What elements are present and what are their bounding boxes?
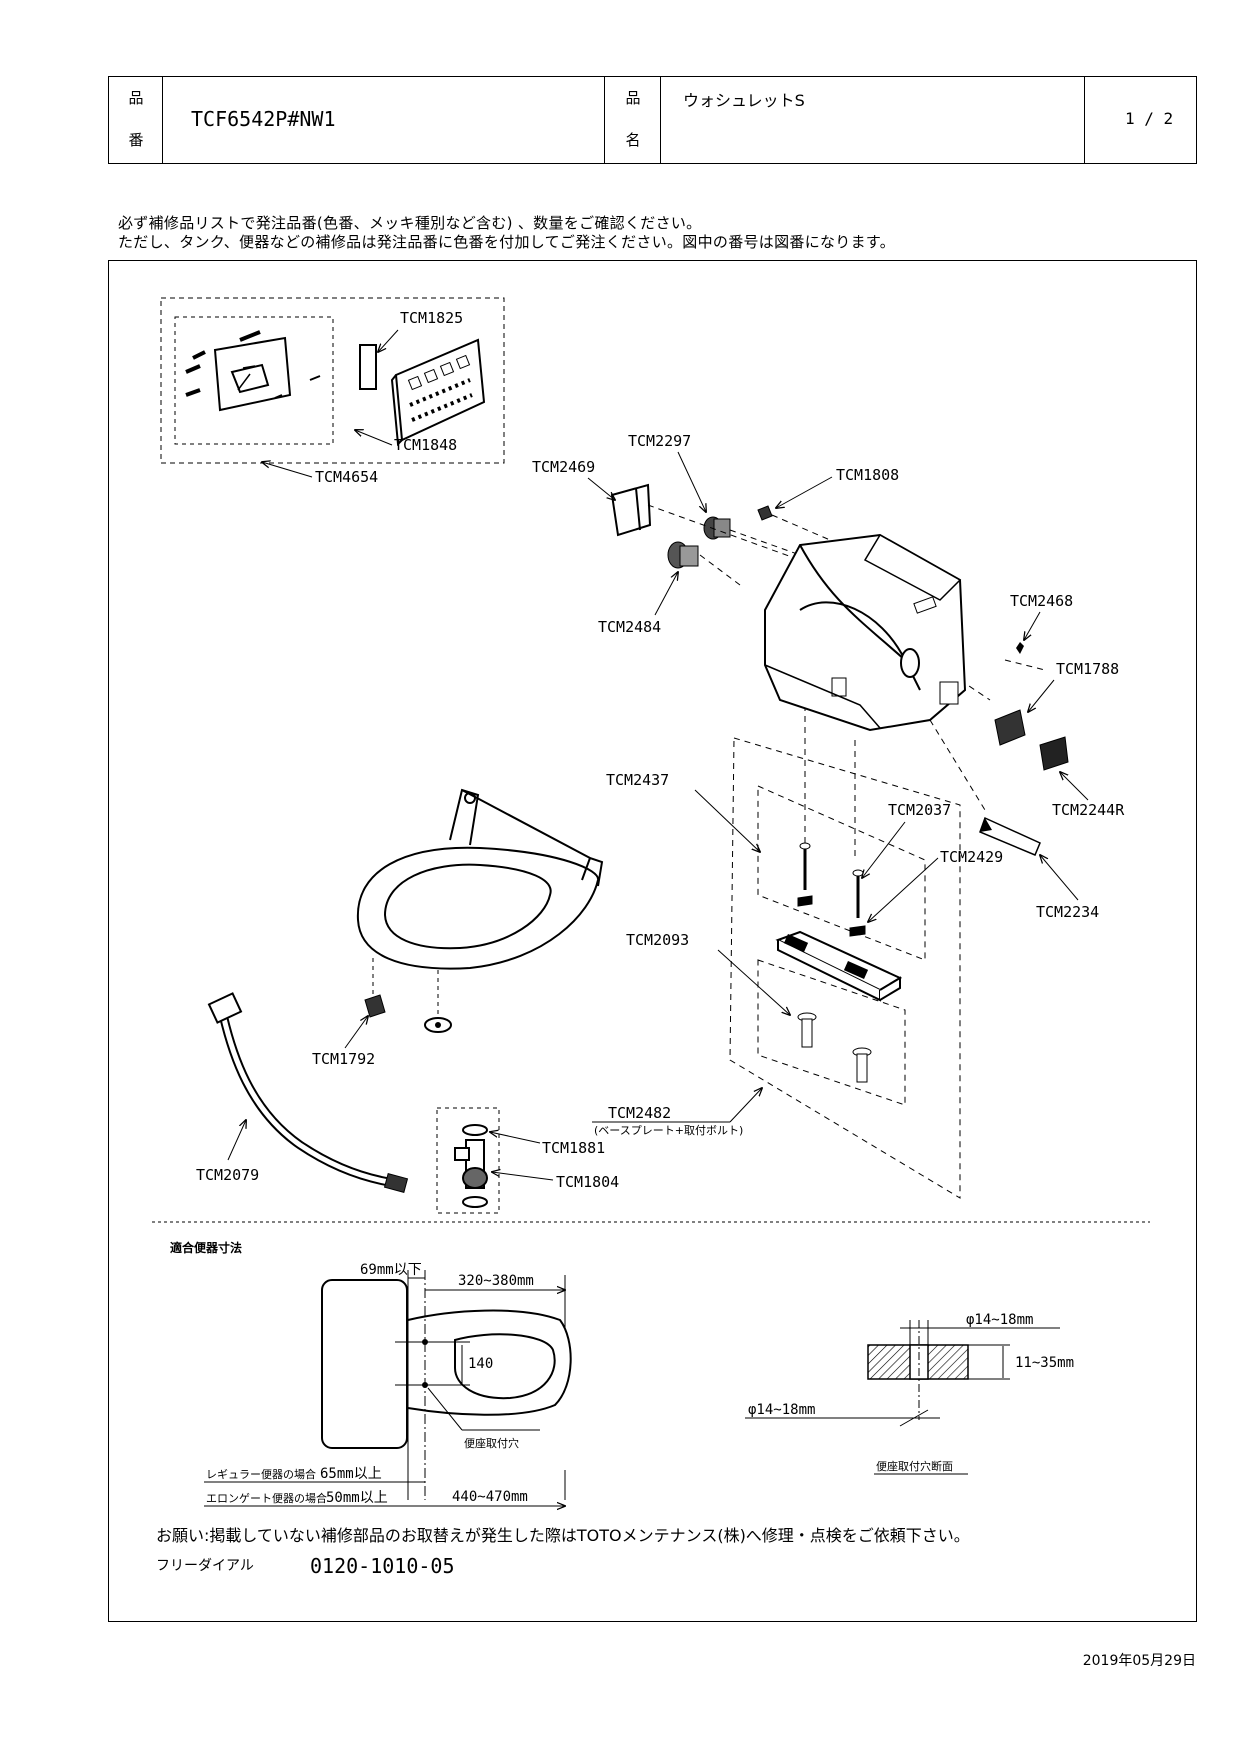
- label-tcm2037: TCM2037: [888, 801, 951, 819]
- wall-bracket-icon: [185, 330, 321, 412]
- bowl-outline: [407, 1309, 572, 1416]
- washlet-main-unit-icon: [764, 533, 967, 732]
- toilet-seat-group: TCM1792: [312, 788, 604, 1068]
- mount-hole-section: φ14~18mm 11~35mm φ14~18mm 便座取付穴断面: [745, 1312, 1074, 1475]
- anchor-icons: [797, 1012, 872, 1083]
- repair-request: お願い:掲載していない補修部品のお取替えが発生した際はTOTOメンテナンス(株)…: [156, 1526, 970, 1545]
- label-tcm2297: TCM2297: [628, 432, 691, 450]
- label-tcm1848: TCM1848: [394, 436, 457, 454]
- product-no-cell: TCF6542P#NW1: [163, 77, 605, 163]
- section-caption: 便座取付穴断面: [876, 1459, 953, 1473]
- clip-tcm2468-icon: [1016, 642, 1024, 654]
- bolt-icons: [797, 842, 866, 937]
- label-tcm2244r: TCM2244R: [1052, 801, 1125, 819]
- tcm2437-outline: [757, 785, 926, 961]
- label-tcm2482-note: (ベースプレート+取付ボルト): [594, 1124, 743, 1137]
- clip-tcm1808-icon: [757, 505, 773, 521]
- assembly-lines: [647, 504, 1046, 860]
- filter-tcm1788-icon: [994, 709, 1026, 746]
- product-name-cell: ウォシュレットS: [661, 77, 1085, 163]
- label-tcm1808: TCM1808: [836, 466, 899, 484]
- product-no-label-bottom: 番: [128, 131, 144, 149]
- diagram-frame: [108, 260, 1197, 1622]
- tcm2482-outline: [729, 737, 961, 1199]
- thickness: 11~35mm: [1015, 1355, 1074, 1371]
- note-line-2: ただし、タンク、便器などの補修品は発注品番に色番を付加してご発注ください。図中の…: [118, 233, 896, 251]
- main-unit-group: TCM2469 TCM2297 TCM1808 TCM2484: [532, 432, 1125, 921]
- connector-tcm2484-icon: [667, 541, 699, 569]
- product-name: ウォシュレットS: [683, 91, 805, 110]
- label-tcm1792: TCM1792: [312, 1050, 375, 1068]
- tcm4654-outline: [160, 297, 505, 464]
- phi-top: φ14~18mm: [966, 1312, 1033, 1328]
- freedial-number: 0120-1010-05: [310, 1554, 455, 1578]
- base-plate-group: TCM2437 TCM2037 TCM2429 TCM2093 TCM2482 …: [592, 737, 1003, 1199]
- label-tcm2093: TCM2093: [626, 931, 689, 949]
- hose-tcm2079-icon: [217, 1005, 400, 1188]
- page-cell: 1 / 2: [1085, 77, 1196, 163]
- elongated-value: 50mm以上: [326, 1490, 388, 1506]
- label-tcm2437: TCM2437: [606, 771, 669, 789]
- product-name-label-top: 品: [625, 89, 641, 107]
- phi-bottom: φ14~18mm: [748, 1402, 815, 1418]
- dim-140: 140: [468, 1356, 493, 1372]
- issue-date: 2019年05月29日: [1082, 1653, 1196, 1669]
- page-number: 1 / 2: [1125, 109, 1174, 128]
- toilet-seat-icon: [356, 788, 604, 970]
- label-tcm2429: TCM2429: [940, 848, 1003, 866]
- cover-tcm2244r-icon: [1039, 736, 1069, 771]
- label-tcm4654: TCM4654: [315, 468, 378, 486]
- bumper-tcm1792-icon: [364, 994, 386, 1018]
- label-tcm2469: TCM2469: [532, 458, 595, 476]
- note-line-1: 必ず補修品リストで発注品番(色番、メッキ種別など含む) 、数量をご確認ください。: [118, 214, 702, 232]
- dim-320-380: 320~380mm: [458, 1273, 534, 1289]
- label-tcm1881: TCM1881: [542, 1139, 605, 1157]
- dim-440-470: 440~470mm: [452, 1489, 528, 1505]
- header-table: 品 番 TCF6542P#NW1 品 名 ウォシュレットS 1 / 2: [108, 76, 1197, 164]
- valve-kit-group: TCM1881 TCM1804: [436, 1107, 619, 1214]
- label-tcm2468: TCM2468: [1010, 592, 1073, 610]
- freedial-label: フリーダイアル: [156, 1558, 254, 1574]
- bracket-tcm2469-icon: [610, 483, 652, 537]
- battery-cover-icon: [359, 344, 377, 390]
- remote-kit-group: TCM1825 TCM1848 TCM4654: [160, 297, 505, 486]
- dimension-section-title: 適合便器寸法: [170, 1240, 242, 1255]
- product-no-label-top: 品: [128, 89, 144, 107]
- bracket-outline: [174, 316, 334, 445]
- product-no: TCF6542P#NW1: [191, 107, 336, 131]
- label-tcm1788: TCM1788: [1056, 660, 1119, 678]
- dim-69: 69mm以下: [360, 1262, 422, 1278]
- product-name-label-bottom: 名: [625, 131, 641, 149]
- label-tcm1804: TCM1804: [556, 1173, 619, 1191]
- valve-tcm2297-icon: [703, 516, 731, 540]
- tcm2093-outline: [757, 959, 906, 1106]
- label-tcm1825: TCM1825: [400, 309, 463, 327]
- label-tcm2482: TCM2482: [608, 1104, 671, 1122]
- regular-label: レギュラー便器の場合: [206, 1467, 316, 1481]
- packing-tcm1881-icon: [462, 1124, 488, 1136]
- product-name-label-cell: 品 名: [605, 77, 661, 163]
- remote-control-icon: [390, 338, 486, 447]
- elongated-label: エロンゲート便器の場合: [206, 1491, 327, 1505]
- base-plate-icon: [775, 930, 903, 1002]
- tank-outline: [321, 1279, 408, 1449]
- stop-valve-tcm1804-icon: [454, 1139, 488, 1189]
- hose-group: TCM2079: [196, 992, 409, 1193]
- label-tcm2079: TCM2079: [196, 1166, 259, 1184]
- label-tcm2484: TCM2484: [598, 618, 661, 636]
- regular-value: 65mm以上: [320, 1466, 382, 1482]
- label-tcm2234: TCM2234: [1036, 903, 1099, 921]
- mount-hole-label: 便座取付穴: [464, 1436, 519, 1450]
- dimension-drawing-group: 適合便器寸法 69mm以下 320~380mm 140 便座取付穴 レギュラー便…: [170, 1240, 1074, 1506]
- valve-kit-outline: [436, 1107, 500, 1214]
- product-no-label-cell: 品 番: [109, 77, 163, 163]
